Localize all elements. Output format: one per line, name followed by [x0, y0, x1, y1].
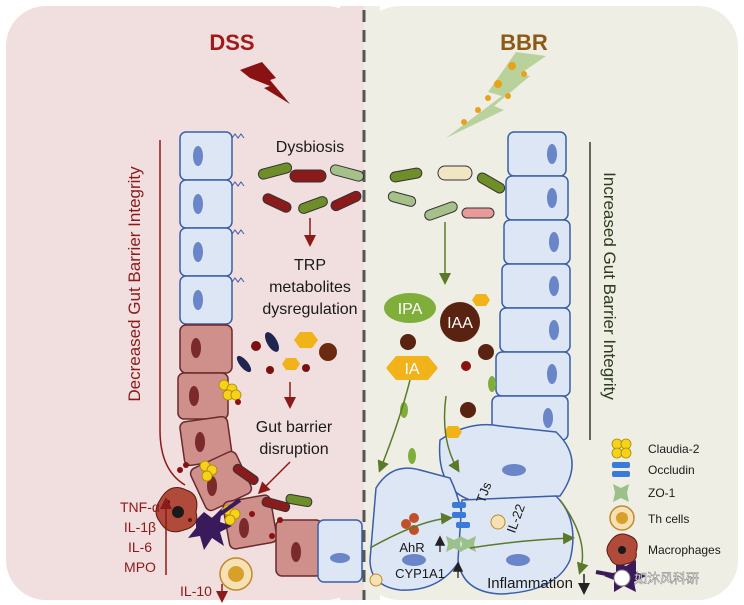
svg-text:IPA: IPA	[398, 301, 423, 318]
barrier-line2: disruption	[259, 441, 328, 458]
left-dendritic-icon	[188, 498, 242, 550]
left-metabolites	[236, 332, 337, 374]
marker-il1b: IL-1β	[124, 519, 156, 535]
trp-line3: dysregulation	[262, 301, 357, 318]
arrow-barrier	[257, 461, 291, 495]
legend-macrophages: Macrophages	[648, 543, 721, 557]
right-bacteria	[387, 165, 506, 221]
svg-text:IA: IA	[404, 361, 419, 378]
ia-badge: IA	[386, 356, 438, 380]
ahr-label: AhR	[399, 540, 424, 555]
th-cell-icon	[609, 505, 635, 531]
claudin-icon	[611, 438, 632, 459]
watermark: 如沐风科研	[613, 569, 699, 587]
bottom-cell	[317, 519, 363, 583]
occludin-icon	[612, 462, 630, 477]
marker-mpo: MPO	[124, 559, 156, 575]
increased-barrier-label: Increased Gut Barrier Integrity	[600, 172, 619, 400]
legend-zo1: ZO-1	[648, 486, 676, 500]
tjs-label: TJs	[473, 480, 494, 505]
svg-text:IAA: IAA	[447, 315, 473, 332]
trp-line2: metabolites	[269, 279, 351, 296]
legend-th-cells: Th cells	[648, 512, 689, 526]
left-bacteria	[257, 162, 365, 214]
ipa-badge: IPA	[384, 293, 436, 323]
il10-label: IL-10	[180, 583, 212, 599]
right-cells	[369, 131, 574, 595]
bbr-title: BBR	[500, 30, 548, 55]
zo1-icon	[613, 484, 629, 502]
decreased-barrier-label: Decreased Gut Barrier Integrity	[125, 166, 144, 402]
barrier-line1: Gut barrier	[256, 419, 333, 436]
legend: Claudia-2 Occludin ZO-1 Th cells Macroph…	[606, 438, 721, 566]
inflammation-label: Inflammation	[487, 575, 573, 592]
dss-title: DSS	[209, 30, 254, 55]
legend-claudin: Claudia-2	[648, 442, 700, 456]
occludin-cluster	[452, 502, 470, 528]
legend-occludin: Occludin	[648, 463, 695, 477]
marker-tnf: TNF-α	[120, 499, 160, 515]
bbr-lightning-icon	[446, 52, 546, 138]
iaa-badge: IAA	[440, 302, 480, 342]
left-th-cell-icon	[219, 557, 253, 591]
watermark-text: 如沐风科研	[634, 571, 699, 586]
trp-line1: TRP	[294, 257, 326, 274]
left-healthy-cells	[179, 131, 245, 325]
macrophage-icon	[606, 533, 638, 566]
left-damaged-cells	[177, 324, 323, 577]
right-metabolites	[400, 294, 496, 464]
cyp1a1-label: CYP1A1	[395, 566, 445, 581]
dysbiosis-label: Dysbiosis	[276, 139, 344, 156]
marker-il6: IL-6	[128, 539, 152, 555]
dss-lightning-icon	[240, 62, 290, 104]
